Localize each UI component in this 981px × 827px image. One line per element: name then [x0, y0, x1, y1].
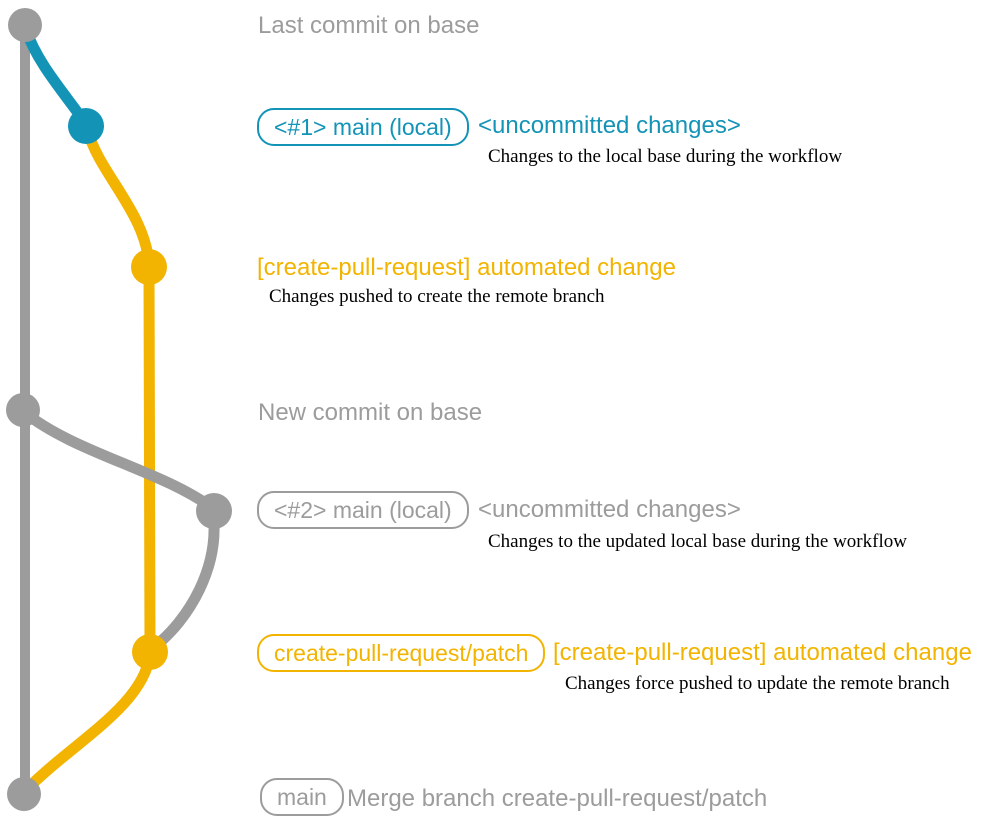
label-last-commit-on-base: Last commit on base: [258, 12, 480, 39]
patch-branch-line: [143, 261, 156, 657]
merge-edge: [19, 648, 156, 797]
commit-dot-patch-2: [132, 634, 168, 670]
branch-badge-main-local-2: <#2> main (local): [257, 491, 469, 530]
git-graph: [6, 8, 232, 811]
branch-badge-create-pull-request-patch: create-pull-request/patch: [257, 634, 546, 673]
main-local-edge-1: [20, 24, 92, 130]
commit-dot-base-last: [8, 8, 42, 42]
commit-desc-automated-change-1: Changes pushed to create the remote bran…: [269, 286, 605, 307]
commit-title-uncommitted-2: <uncommitted changes>: [478, 496, 741, 523]
commit-desc-uncommitted-2: Changes to the updated local base during…: [488, 531, 907, 552]
commit-title-uncommitted-1: <uncommitted changes>: [478, 112, 741, 139]
commit-dot-base-merge: [7, 777, 41, 811]
commit-title-automated-change-1: [create-pull-request] automated change: [257, 254, 676, 281]
patch-edge-1: [82, 125, 155, 272]
commit-dot-main-local-2: [196, 493, 232, 529]
commit-desc-uncommitted-1: Changes to the local base during the wor…: [488, 146, 843, 167]
label-merge-branch: Merge branch create-pull-request/patch: [347, 785, 768, 812]
label-new-commit-on-base: New commit on base: [258, 399, 483, 426]
commit-title-automated-change-2: [create-pull-request] automated change: [553, 639, 972, 666]
rebase-edge: [147, 507, 220, 654]
commit-dot-base-new: [6, 393, 40, 427]
branch-badge-main-local-1: <#1> main (local): [257, 108, 469, 147]
commit-dot-patch-1: [131, 249, 167, 285]
commit-dot-main-local-1: [68, 108, 104, 144]
commit-desc-automated-change-2: Changes force pushed to update the remot…: [565, 673, 950, 694]
branch-badge-main: main: [260, 778, 344, 817]
main-local-edge-2: [18, 406, 217, 513]
